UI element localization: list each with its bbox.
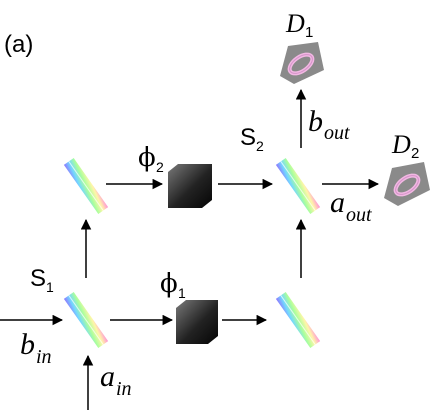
svg-text:out: out — [324, 122, 350, 144]
svg-text:in: in — [36, 346, 52, 368]
svg-text:out: out — [346, 204, 372, 226]
label-a-out: a out — [330, 186, 372, 226]
label-b-out: b out — [308, 105, 350, 144]
svg-text:1: 1 — [305, 24, 313, 41]
label-s1: S 1 — [30, 265, 54, 295]
svg-text:ϕ: ϕ — [160, 269, 178, 299]
svg-text:ϕ: ϕ — [138, 143, 156, 173]
phase-shifter-phi1-icon — [176, 300, 218, 344]
svg-text:2: 2 — [411, 145, 419, 162]
label-phi2: ϕ 2 — [138, 143, 164, 175]
svg-text:1: 1 — [46, 279, 54, 295]
svg-text:a: a — [330, 186, 345, 219]
detector-d2-icon — [384, 162, 430, 206]
label-b-in: b in — [20, 328, 52, 368]
svg-text:D: D — [391, 130, 411, 159]
beam-splitter-s2-icon — [275, 157, 321, 215]
svg-text:a: a — [100, 360, 115, 393]
svg-text:2: 2 — [156, 159, 164, 175]
svg-text:1: 1 — [178, 285, 186, 301]
svg-text:S: S — [240, 124, 256, 151]
phase-shifter-phi2-icon — [168, 164, 212, 208]
svg-text:S: S — [30, 265, 46, 292]
label-a-in: a in — [100, 360, 132, 400]
beam-splitter-s1-icon — [63, 291, 109, 349]
label-d2: D 2 — [391, 130, 419, 162]
svg-text:in: in — [116, 378, 132, 400]
label-d1: D 1 — [285, 9, 313, 41]
label-phi1: ϕ 1 — [160, 269, 186, 301]
svg-text:2: 2 — [256, 138, 264, 154]
mirror-lower-right-icon — [275, 291, 321, 349]
mirror-upper-left-icon — [63, 157, 109, 215]
detector-d1-icon — [280, 42, 324, 84]
label-s2: S 2 — [240, 124, 264, 154]
svg-text:b: b — [308, 105, 323, 138]
svg-text:D: D — [285, 9, 305, 38]
panel-label: (a) — [4, 31, 33, 58]
svg-text:b: b — [20, 328, 35, 361]
